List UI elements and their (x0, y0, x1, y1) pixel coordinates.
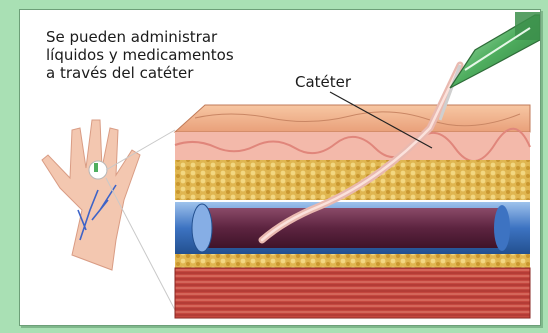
catheter-illustration (20, 10, 540, 325)
catheter-label: Catéter (295, 73, 351, 91)
hand-illustration (42, 120, 175, 310)
tissue-block (175, 105, 530, 318)
vein-lumen (202, 208, 502, 248)
needle-hub (450, 12, 540, 88)
illustration-panel: Se pueden administrar líquidos y medicam… (19, 9, 541, 326)
